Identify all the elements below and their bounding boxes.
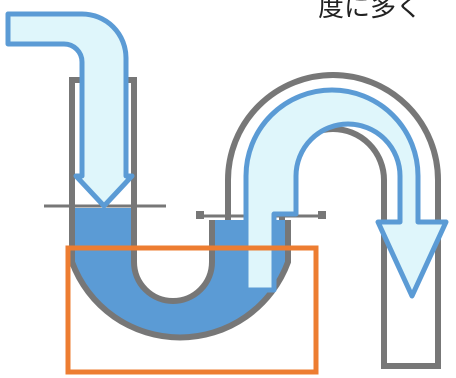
trap-outer-wall xyxy=(69,208,291,341)
water-seal-highlight-box xyxy=(65,245,319,375)
trap-water xyxy=(72,208,288,338)
inlet-flow-arrow xyxy=(5,11,135,209)
outlet-flow-arrow xyxy=(243,87,449,299)
outlet-flange-cap-right xyxy=(318,211,326,219)
trap-inner-wall xyxy=(131,208,215,304)
outlet-flange-cap-left xyxy=(196,211,204,219)
caption-text: 度に多く xyxy=(318,0,423,23)
